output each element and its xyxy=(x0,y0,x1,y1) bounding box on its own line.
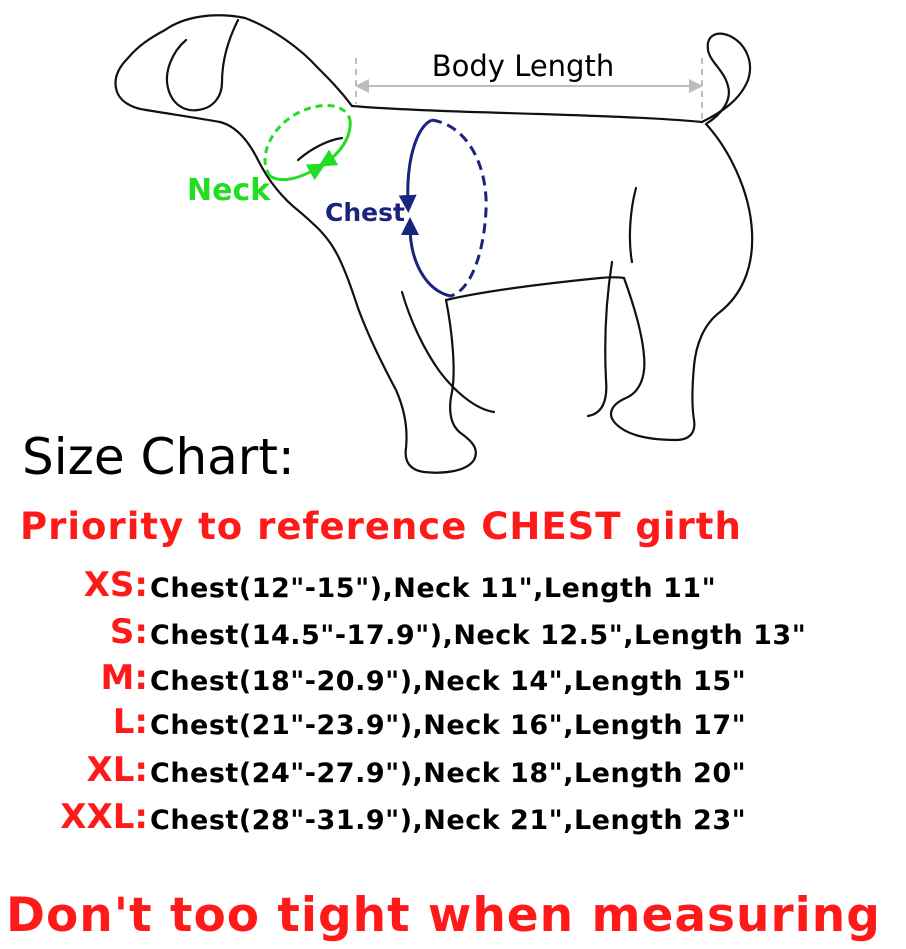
chest-measure-loop: Chest xyxy=(325,118,488,298)
size-code: L: xyxy=(112,702,148,742)
size-row-l: L: Chest(21"-23.9"),Neck 16",Length 17" xyxy=(0,702,906,748)
priority-note: Priority to reference CHEST girth xyxy=(20,505,742,548)
size-code: XL: xyxy=(86,750,149,790)
size-spec: Chest(12"-15"),Neck 11",Length 11" xyxy=(150,573,717,604)
body-length-guide: Body Length xyxy=(355,48,703,120)
size-row-s: S: Chest(14.5"-17.9"),Neck 12.5",Length … xyxy=(0,612,906,658)
size-code: XS: xyxy=(83,565,148,605)
chest-label: Chest xyxy=(325,198,405,227)
measuring-warning: Don't too tight when measuring xyxy=(6,888,881,943)
size-code: XXL: xyxy=(60,797,148,837)
size-spec: Chest(18"-20.9"),Neck 14",Length 15" xyxy=(150,666,747,697)
size-spec: Chest(28"-31.9"),Neck 21",Length 23" xyxy=(150,805,747,836)
size-spec: Chest(24"-27.9"),Neck 18",Length 20" xyxy=(150,758,747,789)
neck-label: Neck xyxy=(187,173,271,208)
body-length-label: Body Length xyxy=(432,49,614,83)
size-code: M: xyxy=(100,658,148,698)
size-code: S: xyxy=(109,612,148,652)
dog-measurement-diagram: Body Length Neck Chest xyxy=(114,14,754,474)
size-row-xxl: XXL: Chest(28"-31.9"),Neck 21",Length 23… xyxy=(0,797,906,843)
size-spec: Chest(14.5"-17.9"),Neck 12.5",Length 13" xyxy=(150,620,807,651)
size-chart-title: Size Chart: xyxy=(22,428,295,486)
size-row-xl: XL: Chest(24"-27.9"),Neck 18",Length 20" xyxy=(0,750,906,796)
neck-measure-loop: Neck xyxy=(187,103,352,208)
size-spec: Chest(21"-23.9"),Neck 16",Length 17" xyxy=(150,710,747,741)
size-row-m: M: Chest(18"-20.9"),Neck 14",Length 15" xyxy=(0,658,906,704)
dog-outline xyxy=(114,14,754,474)
size-row-xs: XS: Chest(12"-15"),Neck 11",Length 11" xyxy=(0,565,906,611)
